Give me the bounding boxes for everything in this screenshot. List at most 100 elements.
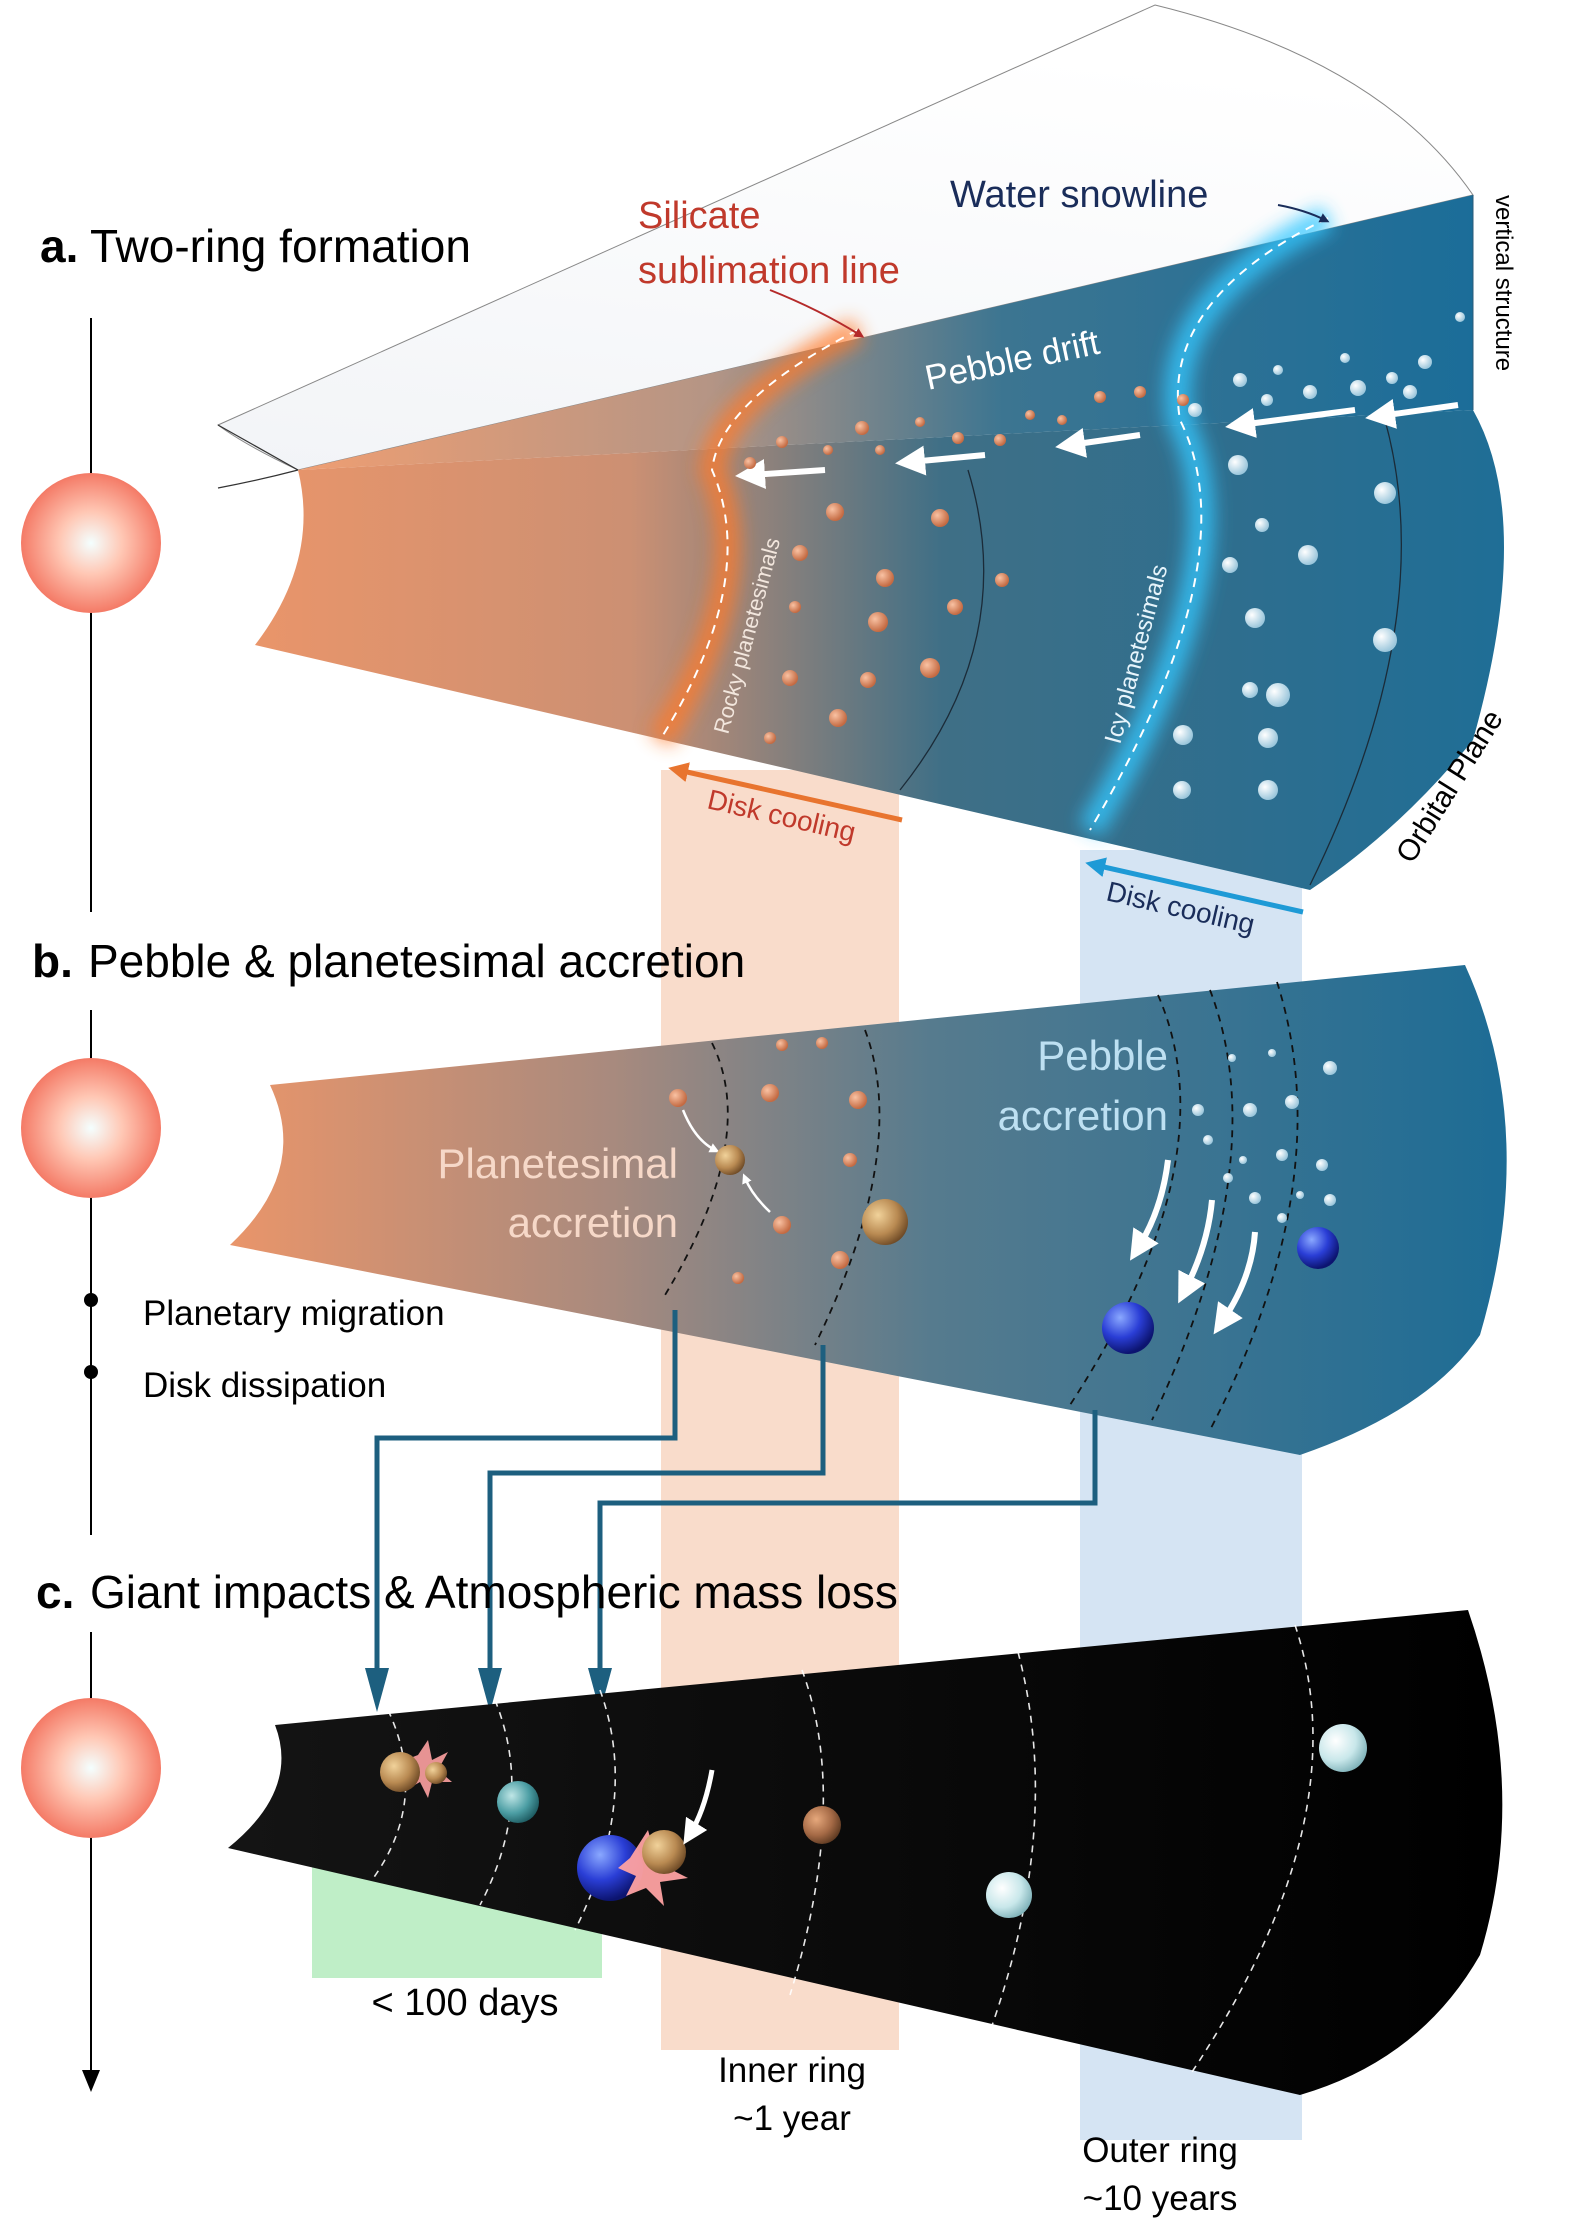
rocky-pebble xyxy=(782,670,798,686)
rocky-pebble xyxy=(776,436,788,448)
planet-c5 xyxy=(986,1872,1032,1918)
disk-cooling-inner-arrow xyxy=(668,762,903,823)
inner-ring-label-1: Inner ring xyxy=(718,2051,866,2090)
icy-pebble xyxy=(1222,557,1238,573)
planet-ice-b2 xyxy=(1297,1227,1339,1269)
icy-pebble xyxy=(1268,1049,1276,1057)
rocky-pebble xyxy=(931,509,949,527)
disk-cooling-outer-arrow xyxy=(1085,857,1304,915)
planetesimal-accretion-label-1: Planetesimal xyxy=(438,1140,678,1187)
planet-c4 xyxy=(803,1806,841,1844)
icy-pebble xyxy=(1242,682,1258,698)
icy-pebble xyxy=(1340,353,1350,363)
icy-pebble xyxy=(1276,1149,1288,1161)
planet-c3 xyxy=(577,1835,643,1901)
star-a xyxy=(21,473,161,613)
rocky-pebble xyxy=(744,457,756,469)
migration-connectors xyxy=(374,1310,1098,1670)
timeline-dot-migration xyxy=(84,1293,98,1307)
icy-pebble xyxy=(1192,1104,1204,1116)
planetesimal-accretion-label-2: accretion xyxy=(508,1199,678,1246)
silicate-pointer xyxy=(769,289,865,338)
panel-b-letter: b. xyxy=(32,935,73,987)
accretion-pebble xyxy=(776,1039,788,1051)
rocky-pebble xyxy=(952,432,964,444)
rocky-pebble xyxy=(1134,386,1146,398)
accretion-pebble xyxy=(669,1089,687,1107)
icy-pebble xyxy=(1298,545,1318,565)
silicate-label-1: Silicate xyxy=(638,195,761,237)
icy-pebble xyxy=(1188,403,1202,417)
rocky-pebble xyxy=(875,445,885,455)
icy-pebble xyxy=(1418,355,1432,369)
rocky-pebble xyxy=(868,612,888,632)
rocky-pebble xyxy=(995,573,1009,587)
rocky-pebble xyxy=(1025,410,1035,420)
rocky-pebble xyxy=(915,417,925,427)
icy-pebble xyxy=(1173,781,1191,799)
silicate-label-2: sublimation line xyxy=(638,250,900,292)
icy-pebble xyxy=(1303,385,1317,399)
rocky-pebble xyxy=(947,599,963,615)
accretion-pebble xyxy=(843,1153,857,1167)
icy-pebble xyxy=(1374,482,1396,504)
icy-pebble xyxy=(1273,365,1283,375)
icy-pebble xyxy=(1350,380,1366,396)
rocky-pebble xyxy=(920,658,940,678)
icy-pebble xyxy=(1239,1156,1247,1164)
accretion-pebble xyxy=(849,1091,867,1109)
icy-pebble xyxy=(1223,1173,1233,1183)
inner-ring-label-2: ~1 year xyxy=(733,2099,851,2138)
icy-pebble xyxy=(1249,1192,1261,1204)
snowline-pointer xyxy=(1277,204,1330,223)
outer-ring-label-2: ~10 years xyxy=(1083,2179,1238,2218)
icy-pebble xyxy=(1323,1061,1337,1075)
icy-pebble xyxy=(1258,728,1278,748)
icy-pebble xyxy=(1243,1103,1257,1117)
panel-c-title: Giant impacts & Atmospheric mass loss xyxy=(90,1566,898,1618)
star-c xyxy=(21,1698,161,1838)
icy-pebble xyxy=(1173,725,1193,745)
rocky-pebble xyxy=(994,434,1006,446)
accretion-pebble xyxy=(831,1251,849,1269)
rocky-pebble xyxy=(1094,391,1106,403)
panel-c-letter: c. xyxy=(36,1566,74,1618)
icy-pebble xyxy=(1266,683,1290,707)
rocky-pebble xyxy=(789,601,801,613)
icy-pebble xyxy=(1373,628,1397,652)
icy-pebble xyxy=(1296,1191,1304,1199)
icy-pebble xyxy=(1403,385,1417,399)
planet-c2 xyxy=(497,1781,539,1823)
short-period-label: < 100 days xyxy=(372,1982,559,2024)
icy-pebble xyxy=(1324,1194,1336,1206)
rocky-pebble xyxy=(829,709,847,727)
accretion-pebble xyxy=(732,1272,744,1284)
pebble-accretion-label-1: Pebble xyxy=(1037,1032,1168,1079)
disk-c xyxy=(228,1610,1503,2095)
icy-pebble xyxy=(1261,394,1273,406)
accretion-pebble xyxy=(761,1084,779,1102)
icy-pebble xyxy=(1233,373,1247,387)
impact-arrow xyxy=(683,1769,715,1845)
panel-b-title: Pebble & planetesimal accretion xyxy=(88,935,745,987)
timeline-dot-dissipation xyxy=(84,1365,98,1379)
outer-ring-label-1: Outer ring xyxy=(1082,2131,1238,2170)
water-snowline xyxy=(1089,217,1329,831)
rocky-pebble xyxy=(823,445,833,455)
planet-ice-b1 xyxy=(1102,1302,1154,1354)
timeline-arrowhead xyxy=(82,2070,100,2092)
accretion-pebble xyxy=(816,1037,828,1049)
icy-pebble xyxy=(1228,455,1248,475)
panel-a-title: Two-ring formation xyxy=(90,220,471,272)
planet-c1-impactor xyxy=(425,1762,447,1784)
snowline-label: Water snowline xyxy=(950,174,1208,216)
planet-c3-impactor xyxy=(642,1830,686,1874)
planetesimal-accretion-arrows xyxy=(681,1109,771,1213)
rocky-pebble xyxy=(855,421,869,435)
icy-pebble xyxy=(1245,608,1265,628)
icy-pebble xyxy=(1277,1213,1287,1223)
icy-pebble xyxy=(1316,1159,1328,1171)
timeline-event-dissipation: Disk dissipation xyxy=(143,1366,386,1405)
rocky-pebble xyxy=(860,672,876,688)
